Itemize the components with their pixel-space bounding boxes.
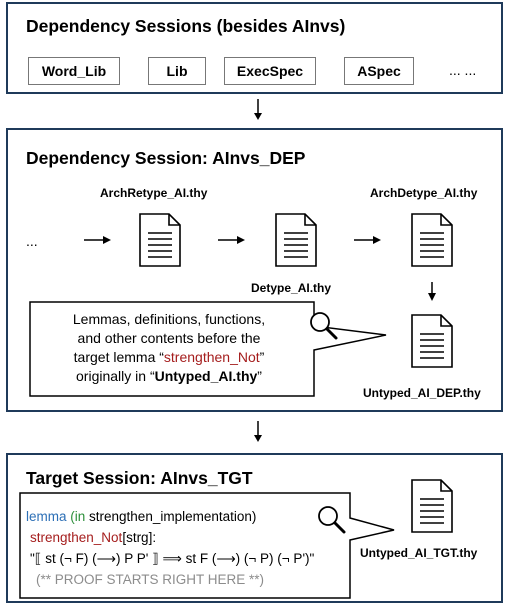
lib-box-word-lib: Word_Lib — [28, 57, 120, 85]
callout-text-fragment: originally in “ — [76, 368, 155, 384]
locale-context: strengthen_implementation) — [85, 509, 257, 524]
document-icon — [411, 213, 453, 267]
arrow-down-2 — [254, 421, 262, 442]
code-fragment: ( — [66, 509, 75, 524]
file-label-detype: Detype_AI.thy — [251, 281, 332, 295]
lib-box-lib: Lib — [148, 57, 206, 85]
code-line: lemma (in strengthen_implementation) — [26, 506, 314, 527]
callout-text-fragment: ” — [259, 349, 265, 365]
panel-title: Target Session: AInvs_TGT — [26, 468, 253, 488]
callout-line: target lemma “strengthen_Not” — [34, 348, 304, 367]
code-callout — [19, 492, 395, 599]
dependency-sessions-panel: Dependency Sessions (besides AInvs) Word… — [6, 2, 503, 94]
document-icon — [139, 213, 181, 267]
lib-box-execspec: ExecSpec — [224, 57, 316, 85]
document-icon — [275, 213, 317, 267]
file-label-untyped-dep: Untyped_AI_DEP.thy — [363, 386, 481, 400]
keyword-lemma: lemma — [26, 509, 67, 524]
callout-text-fragment: target lemma “ — [73, 349, 164, 365]
file-label-archdetype: ArchDetype_AI.thy — [370, 186, 478, 200]
more-libs-ellipsis: ... ... — [449, 62, 477, 78]
callout-line: originally in “Untyped_AI.thy” — [34, 367, 304, 386]
lib-box-aspec: ASpec — [344, 57, 414, 85]
document-icon — [411, 314, 453, 368]
target-session-panel: Target Session: AInvs_TGT lemma (in stre… — [6, 453, 503, 603]
magnifier-icon — [310, 312, 338, 340]
callout-line: Lemmas, definitions, functions, — [72, 311, 266, 327]
lemma-name-highlight: strengthen_Not — [163, 349, 260, 365]
code-line: (** PROOF STARTS RIGHT HERE **) — [26, 569, 314, 590]
callout-text: Lemmas, definitions, functions, and othe… — [34, 310, 304, 386]
keyword-in: in — [74, 509, 86, 524]
file-label-archretype: ArchRetype_AI.thy — [100, 186, 208, 200]
lemma-statement: "⟦ st (¬ F) (⟶) P P' ⟧ ⟹ st F (⟶) (¬ P) … — [30, 551, 315, 566]
code-line: strengthen_Not[strg]: — [26, 527, 314, 548]
lemma-name: strengthen_Not — [30, 530, 123, 545]
leading-ellipsis: ... — [26, 233, 38, 249]
arrow-down-1 — [254, 99, 262, 120]
lemma-code-block: lemma (in strengthen_implementation) str… — [26, 506, 314, 590]
callout-line: and other contents before the — [77, 330, 261, 346]
dependency-session-dep-panel: Dependency Session: AInvs_DEP ArchRetype… — [6, 128, 503, 412]
lemma-attribute: [strg]: — [122, 530, 157, 545]
magnifier-icon — [318, 506, 346, 534]
panel-title: Dependency Sessions (besides AInvs) — [26, 16, 346, 36]
document-icon — [411, 479, 453, 533]
callout-box — [29, 301, 387, 397]
file-label-untyped-tgt: Untyped_AI_TGT.thy — [360, 546, 478, 560]
proof-comment: (** PROOF STARTS RIGHT HERE **) — [36, 572, 265, 587]
origin-file-name: Untyped_AI.thy — [154, 368, 258, 384]
flow-arrows — [29, 236, 436, 397]
code-line: "⟦ st (¬ F) (⟶) P P' ⟧ ⟹ st F (⟶) (¬ P) … — [26, 548, 314, 569]
panel-title: Dependency Session: AInvs_DEP — [26, 148, 306, 168]
callout-text-fragment: ” — [257, 368, 262, 384]
